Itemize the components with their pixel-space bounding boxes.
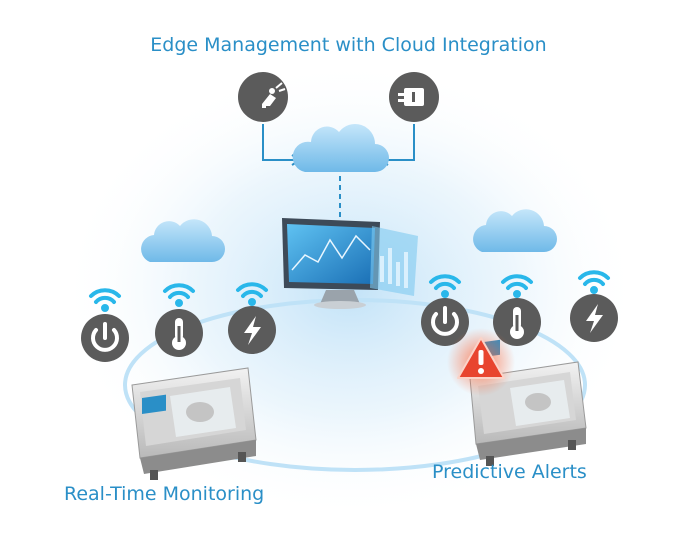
robot-arm-icon [238,72,288,122]
wifi-icon [163,283,195,307]
diagram-title: Edge Management with Cloud Integration [150,34,547,56]
wifi-icon [429,274,461,298]
cloud-icon [141,219,225,262]
connector-icon [389,72,439,122]
thermometer-icon [493,298,541,346]
lightning-icon [570,294,618,342]
label-predictive-alerts: Predictive Alerts [432,461,587,483]
label-real-time-monitoring: Real-Time Monitoring [64,483,265,505]
power-icon [421,298,469,346]
cnc-machine-icon [131,367,257,480]
cloud-icon [292,124,389,172]
wifi-icon [89,288,121,312]
arrow-left [262,124,298,161]
wifi-icon [501,274,533,298]
warning-icon [447,328,515,396]
monitor-icon [282,218,418,309]
arrow-right [382,124,415,161]
power-icon [81,314,129,362]
lightning-icon [228,306,276,354]
wifi-icon [236,282,268,306]
wifi-icon [578,270,610,294]
cloud-icon [473,209,557,252]
thermometer-icon [155,309,203,357]
